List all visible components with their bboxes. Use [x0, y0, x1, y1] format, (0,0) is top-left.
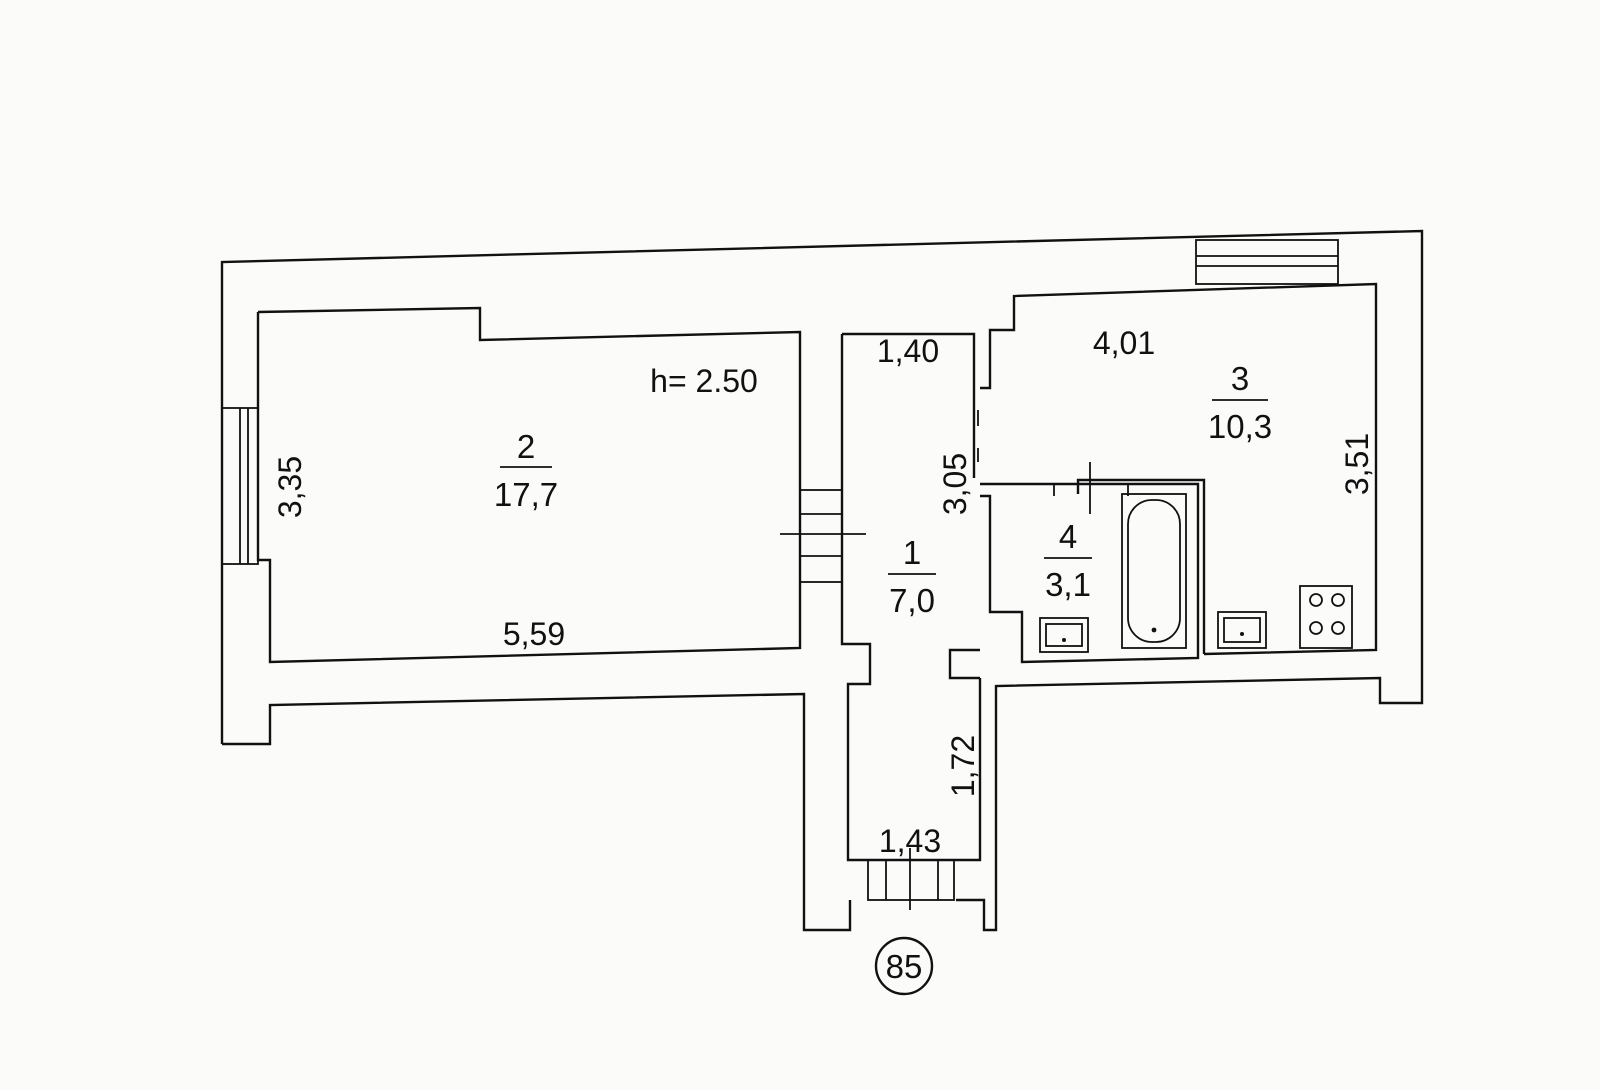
room-3-label: 3 10,3: [1208, 360, 1272, 445]
room-area: 7,0: [889, 582, 935, 619]
ceiling-height-label: h= 2.50: [650, 363, 758, 399]
bathroom-sink-icon: [1039, 617, 1089, 653]
room-number: 4: [1059, 518, 1077, 555]
dimension-room2-depth: 3,35: [272, 456, 308, 518]
dimension-hall-top-width: 1,40: [877, 333, 939, 369]
bathtub-icon: [1121, 493, 1187, 649]
dimension-kitchen-depth: 3,51: [1339, 433, 1375, 495]
dimension-room2-width: 5,59: [503, 616, 565, 652]
window-kitchen: [1195, 239, 1339, 285]
stove-icon: [1299, 585, 1353, 649]
apartment-number-badge: 85: [874, 936, 934, 996]
room-area: 17,7: [494, 476, 558, 513]
dimension-kitchen-width: 4,01: [1093, 325, 1155, 361]
room-2-outline: [256, 306, 802, 664]
room-1-outline: [840, 332, 982, 862]
room-area: 3,1: [1045, 566, 1091, 603]
door-room2-hall: [780, 489, 866, 583]
entrance-door: [867, 848, 955, 910]
room-area: 10,3: [1208, 408, 1272, 445]
room-1-label: 1 7,0: [888, 534, 936, 619]
dimension-vestibule-length: 1,72: [945, 735, 981, 797]
room-number: 2: [517, 428, 535, 465]
room-2-label: 2 17,7: [494, 428, 558, 513]
room-3-outline: [980, 282, 1378, 656]
dimension-hall-length: 3,05: [937, 453, 973, 515]
outer-walls: [220, 229, 1424, 932]
dimension-entrance-width: 1,43: [879, 823, 941, 859]
room-number: 3: [1231, 360, 1249, 397]
apartment-number: 85: [886, 948, 923, 985]
room-4-label: 4 3,1: [1044, 518, 1092, 603]
room-number: 1: [903, 534, 921, 571]
kitchen-sink-icon: [1217, 611, 1267, 649]
window-left: [221, 407, 259, 565]
